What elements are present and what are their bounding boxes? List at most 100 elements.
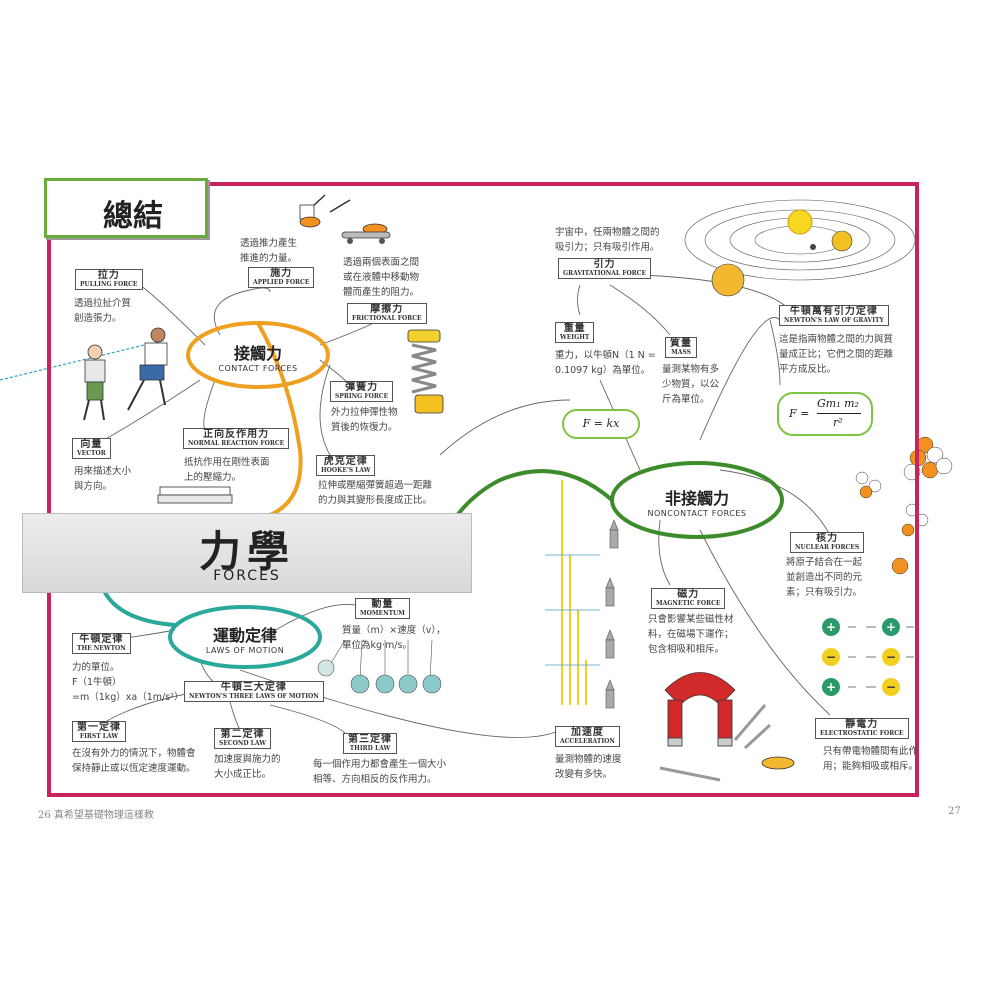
desc-line: 相等、方向相反的反作用力。	[313, 774, 437, 785]
desc-line: 每一個作用力都會產生一個大小	[313, 759, 447, 770]
desc-line: 這是指兩物體之間的力與質	[779, 334, 894, 345]
charge-diagram: + + − − + −	[822, 618, 917, 700]
pulling-force-desc: 透過拉扯介質創造張力。	[74, 296, 131, 326]
desc-line: 或在液體中移動物	[343, 272, 420, 283]
momentum-desc: 質量（m）×速度（v），單位為kg·m/s。	[342, 623, 446, 653]
electrostatic-force-en: ELECTROSTATIC FORCE	[820, 729, 904, 737]
third-law-zh: 第三定律	[348, 734, 392, 745]
desc-line: 抵抗作用在剛性表面	[184, 457, 270, 468]
left-page-number: 26	[38, 810, 51, 821]
desc-line: 在沒有外力的情況下，物體會	[72, 748, 196, 759]
tug-of-war-illustration	[83, 327, 168, 421]
desc-line: 透過推力產生	[240, 238, 298, 249]
desc-line: 力的單位。	[72, 662, 120, 673]
desc-line: 只有帶電物體間有此作	[823, 746, 919, 757]
second-law-zh: 第二定律	[220, 729, 265, 740]
momentum-zh: 動量	[371, 599, 394, 610]
desc-line: 0.1097 kg）為單位。	[555, 365, 651, 376]
frictional-force-desc: 透過兩個表面之間或在液體中移動物體而產生的阻力。	[343, 255, 419, 300]
vector-en: VECTOR	[77, 449, 106, 457]
nuclear-force-en: NUCLEAR FORCES	[795, 543, 860, 551]
gravity-formula: F = Gm₁ m₂ r²	[777, 392, 873, 436]
applied-force-desc: 透過推力產生推進的力量。	[240, 236, 297, 266]
spring-force-desc: 外力拉伸彈性物質後的恢復力。	[331, 405, 398, 435]
normal-reaction-desc: 抵抗作用在剛性表面上的壓縮力。	[184, 455, 270, 485]
desc-line: 量成正比；它們之間的距離	[779, 349, 894, 360]
gravitational-force-desc: 宇宙中，任兩物體之間的吸引力；只有吸引作用。	[555, 225, 660, 255]
momentum-en: MOMENTUM	[360, 609, 405, 617]
summary-title: 總結	[103, 199, 163, 234]
desc-line: 平方成反比。	[779, 364, 837, 375]
desc-line: 料，在磁場下運作；	[648, 629, 734, 640]
nuclear-force-zh: 核力	[816, 533, 839, 544]
desc-line: 加速度與施力的	[214, 754, 281, 765]
normal-reaction-en: NORMAL REACTION FORCE	[188, 439, 285, 447]
three-laws-en: NEWTON'S THREE LAWS OF MOTION	[189, 692, 319, 700]
summary-frame	[47, 182, 919, 797]
newtons-cradle-illustration	[317, 639, 442, 694]
gravity-formula-denominator: r²	[833, 416, 843, 429]
charge-arrows	[848, 626, 914, 688]
hookes-law-en: HOOKE'S LAW	[321, 466, 371, 474]
desc-line: 透過拉扯介質	[74, 298, 132, 309]
nuclear-force-desc: 將原子結合在一起並創造出不同的元素；只有吸引力。	[786, 555, 862, 600]
desc-line: 吸引力；只有吸引作用。	[555, 242, 660, 253]
sun-shape	[787, 209, 813, 235]
pulling-force-zh: 拉力	[97, 270, 120, 281]
first-law-en: FIRST LAW	[79, 732, 119, 740]
desc-line: 上的壓縮力。	[184, 472, 242, 483]
first-law-desc: 在沒有外力的情況下，物體會保持靜止或以恆定速度運動。	[72, 746, 196, 776]
desc-line: 宇宙中，任兩物體之間的	[555, 227, 660, 238]
negative-charge: −	[822, 648, 840, 666]
third-law-desc: 每一個作用力都會產生一個大小相等、方向相反的反作用力。	[313, 757, 446, 787]
desc-line: 改變有多快。	[555, 769, 613, 780]
acceleration-arrows	[561, 480, 587, 705]
three-laws-zh: 牛頓三大定律	[220, 682, 287, 693]
acceleration-en: ACCELERATION	[560, 737, 615, 745]
first-law-zh: 第一定律	[77, 722, 121, 733]
motion-hub-loop	[168, 605, 322, 669]
summary-badge: 總結	[44, 178, 208, 238]
desc-line: 量測某物有多	[662, 364, 720, 375]
mass-en: MASS	[671, 348, 691, 356]
newton-gravity-en: NEWTON'S LAW OF GRAVITY	[784, 316, 884, 324]
magnetic-force-zh: 磁力	[677, 589, 700, 600]
desc-line: 推進的力量。	[240, 253, 298, 264]
contact-hub-title: 接觸力	[233, 344, 282, 363]
desc-line: F（1牛頓）	[72, 677, 122, 688]
newton-gravity-zh: 牛頓萬有引力定律	[789, 306, 878, 317]
gravitational-force-zh: 引力	[593, 259, 616, 270]
magnetic-force-desc: 只會影響某些磁性材料，在磁場下運作；包含相吸和相斥。	[648, 612, 734, 657]
electrostatic-force-zh: 靜電力	[845, 719, 879, 730]
laws-of-motion-hub: 運動定律 LAWS OF MOTION	[185, 622, 305, 655]
the-newton-desc: 力的單位。F（1牛頓）=m（1kg）xa（1m/s²）	[72, 660, 184, 705]
contact-hub-subtitle: CONTACT FORCES	[218, 364, 298, 373]
desc-line: 用；能夠相吸或相斥。	[823, 761, 919, 772]
footer-right: 27	[948, 806, 961, 817]
newton-gravity-desc: 這是指兩物體之間的力與質量成正比；它們之間的距離平方成反比。	[779, 332, 893, 377]
positive-charge: +	[822, 678, 840, 696]
desc-line: 與方向。	[74, 481, 113, 492]
weight-desc: 重力，以牛頓N（1 N =0.1097 kg）為單位。	[555, 348, 656, 378]
gravity-formula-numerator: Gm₁ m₂	[817, 397, 859, 410]
footer-left: 26 真希望基礎物理這樣教	[38, 806, 154, 821]
right-page-number: 27	[948, 806, 961, 817]
pulling-force-en: PULLING FORCE	[80, 280, 138, 288]
second-law-en: SECOND LAW	[219, 739, 266, 747]
desc-line: 體而產生的阻力。	[343, 287, 420, 298]
third-law-en: THIRD LAW	[349, 744, 391, 752]
desc-line: 透過兩個表面之間	[343, 257, 420, 268]
the-newton-en: THE NEWTON	[77, 644, 126, 652]
